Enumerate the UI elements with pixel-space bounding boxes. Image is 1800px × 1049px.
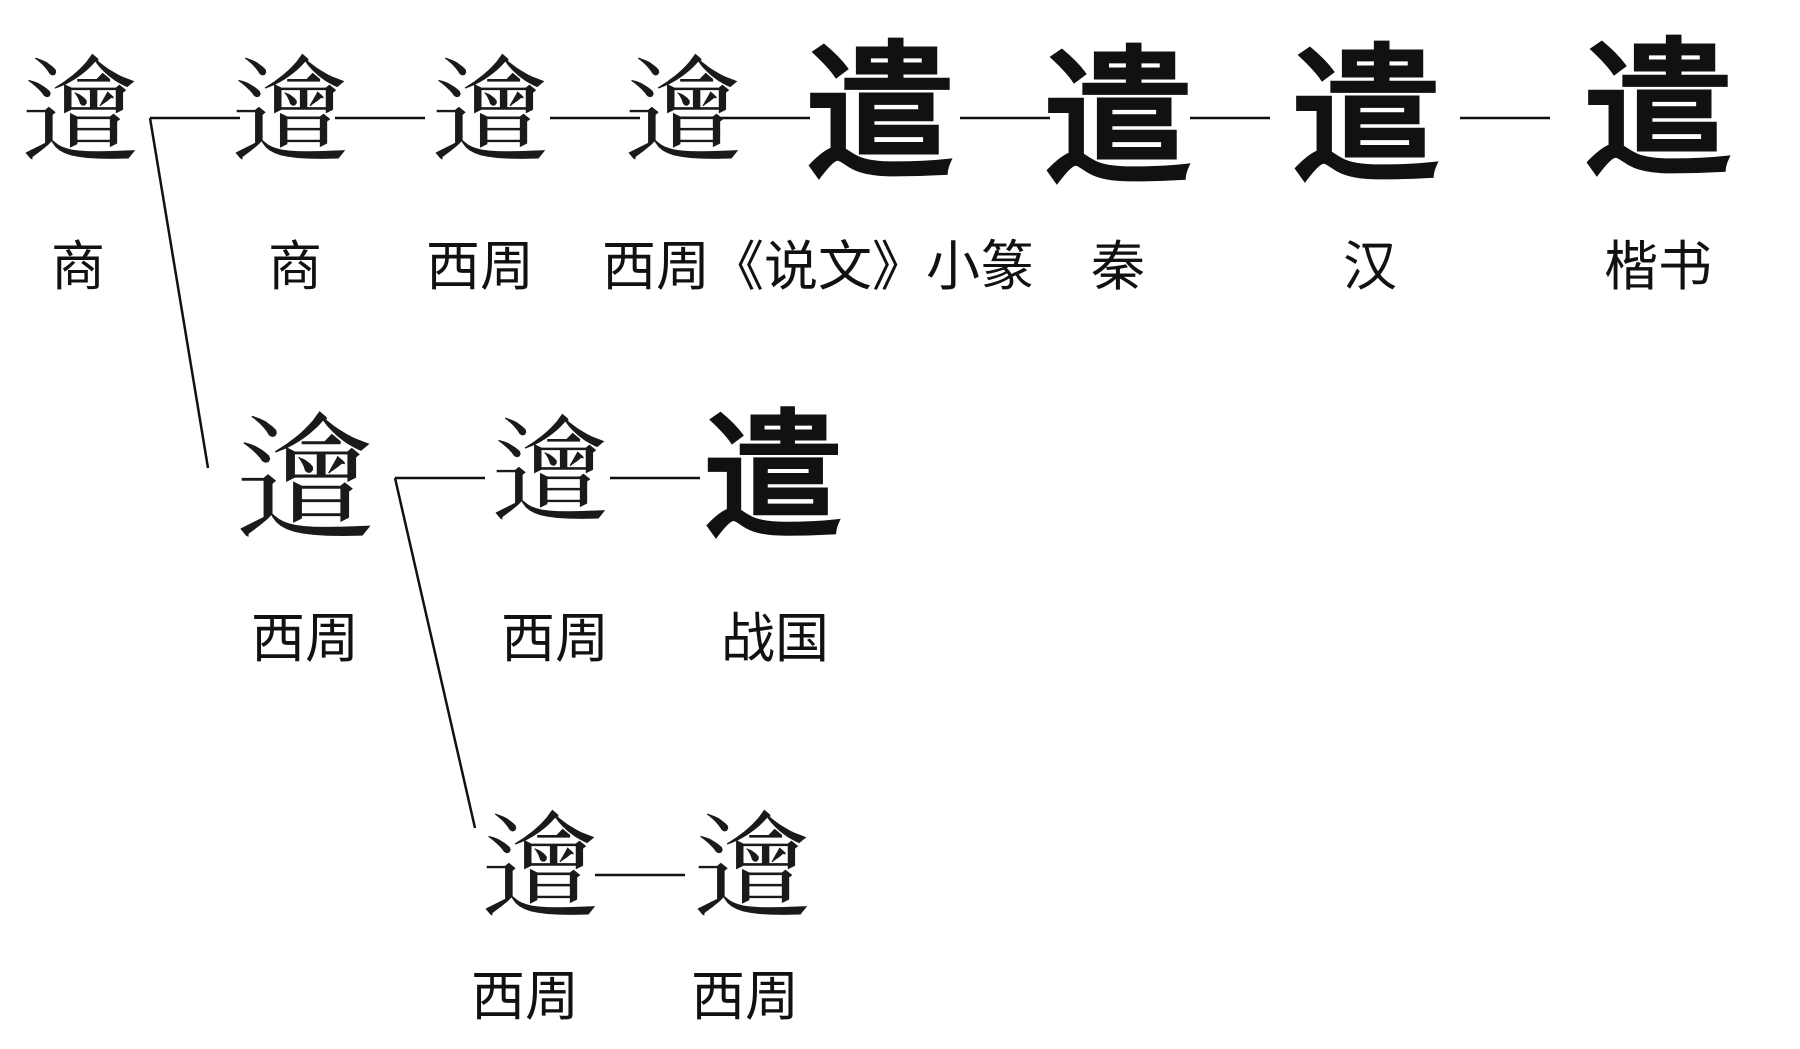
label-shang-2: 商 bbox=[268, 235, 322, 298]
label-qin: 秦 bbox=[1091, 235, 1145, 298]
glyph-kaishu: 遣 bbox=[1582, 25, 1734, 199]
label-xizhou-1: 西周 bbox=[426, 235, 534, 298]
connector-branch-diagonal-2 bbox=[393, 477, 477, 829]
glyph-han: 遣 bbox=[1290, 31, 1442, 205]
glyph-shang-1: 𨗥 bbox=[20, 43, 140, 181]
glyph-xizhou-3: 𨗥 bbox=[234, 400, 376, 563]
glyph-xizhou-1: 𨗥 bbox=[430, 43, 550, 181]
label-xiaozhuan: 《说文》小篆 bbox=[710, 235, 1034, 298]
label-xizhou-4: 西周 bbox=[501, 607, 609, 670]
label-xizhou-5: 西周 bbox=[471, 965, 579, 1028]
glyph-xizhou-6: 𨗥 bbox=[692, 799, 812, 937]
label-zhanguo: 战国 bbox=[721, 607, 829, 670]
label-shang-1: 商 bbox=[51, 235, 105, 298]
label-kaishu: 楷书 bbox=[1604, 235, 1712, 298]
connector-branch-diagonal-1 bbox=[148, 117, 210, 469]
glyph-qin: 遣 bbox=[1042, 33, 1194, 207]
label-han: 汉 bbox=[1343, 235, 1397, 298]
label-xizhou-3: 西周 bbox=[251, 607, 359, 670]
label-xizhou-6: 西周 bbox=[691, 965, 799, 1028]
glyph-zhanguo: 遣 bbox=[702, 396, 844, 560]
glyph-xiaozhuan: 遣 bbox=[804, 28, 956, 202]
glyph-xizhou-5: 𨗥 bbox=[480, 799, 600, 937]
glyph-xizhou-4: 𨗥 bbox=[490, 403, 610, 541]
glyph-xizhou-2: 𨗥 bbox=[623, 43, 743, 181]
glyph-shang-2: 𨗥 bbox=[230, 43, 350, 181]
label-xizhou-2: 西周 bbox=[602, 235, 710, 298]
label-xizhou-2-xiaozhuan: 西周《说文》小篆 bbox=[602, 240, 1034, 294]
